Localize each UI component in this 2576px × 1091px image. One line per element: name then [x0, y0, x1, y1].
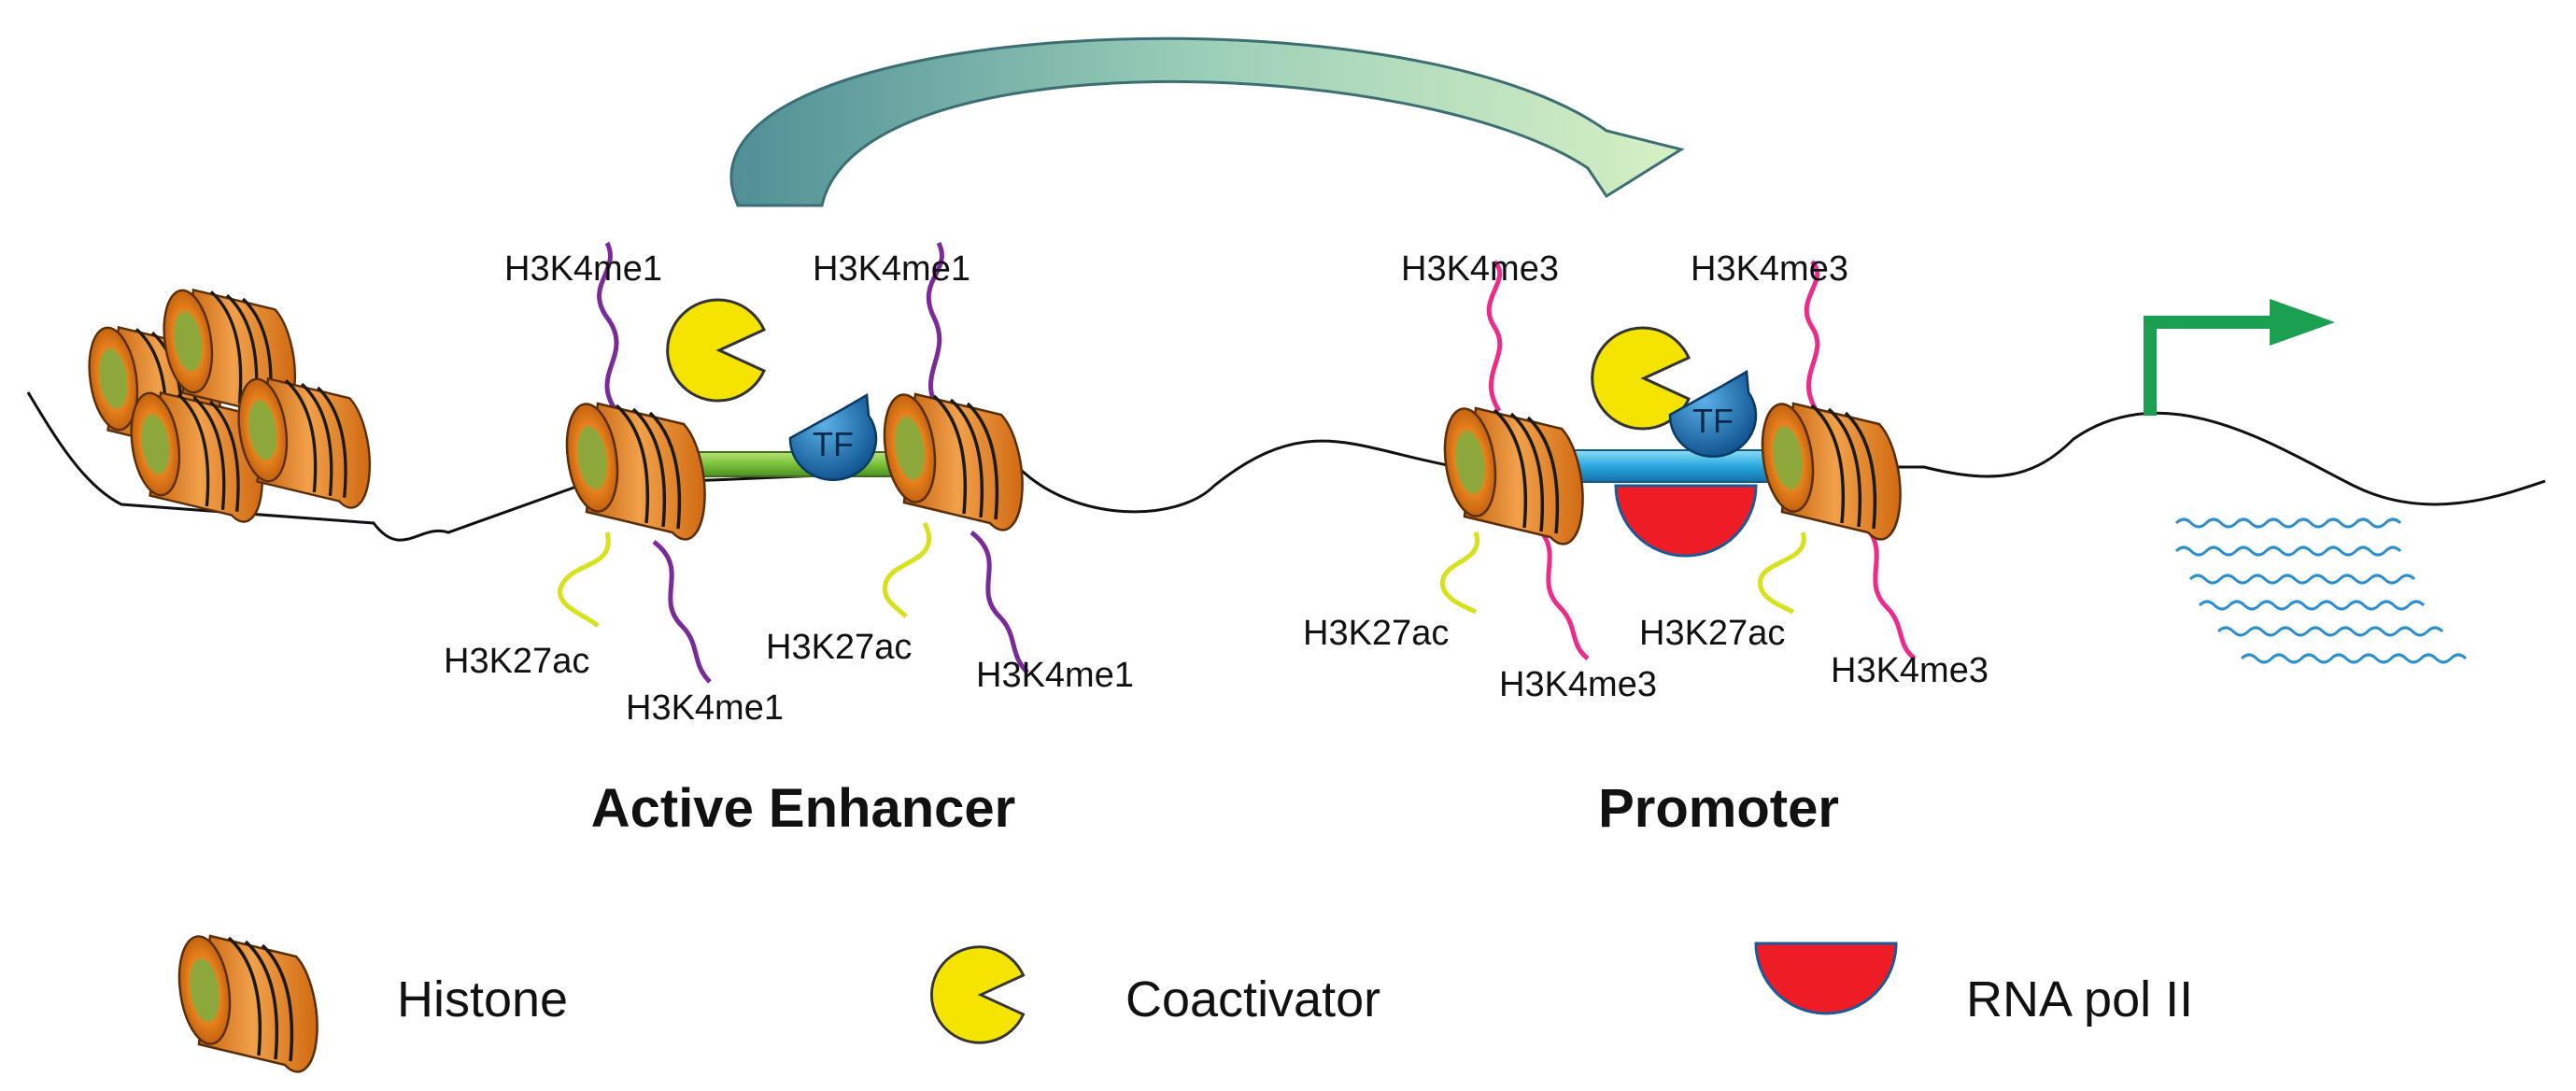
- legend-coactivator-label: Coactivator: [1125, 971, 1380, 1027]
- promoter-title: Promoter: [1598, 778, 1839, 839]
- enhancer-bottom-methyl-left-label: H3K4me1: [626, 688, 784, 728]
- histone: [1754, 399, 1903, 542]
- promoter-bottom-acetyl-right-label: H3K27ac: [1639, 614, 1785, 653]
- enhancer-region: TF H3K4me1 H3K4me1 H3K27ac H3K4me1 H3K27…: [444, 241, 1134, 839]
- tf-label: TF: [813, 425, 854, 463]
- promoter-top-left-label: H3K4me3: [1401, 249, 1559, 289]
- tf-label: TF: [1692, 402, 1734, 440]
- histone-cluster: [81, 285, 372, 524]
- enhancer-bottom-acetyl-right-label: H3K27ac: [766, 628, 912, 667]
- legend-histone-label: Histone: [397, 971, 568, 1027]
- rna-transcripts: [2174, 517, 2468, 664]
- coactivator: [666, 298, 766, 403]
- histone: [559, 399, 707, 542]
- h3k27ac-tail: [1758, 531, 1806, 615]
- h3k4me1-tail: [926, 241, 944, 413]
- promoter-bottom-methyl-right-label: H3K4me3: [1831, 651, 1989, 690]
- legend-rna-pol-icon: [1754, 942, 1898, 1015]
- histone: [876, 390, 1025, 532]
- h3k27ac-tail: [558, 531, 611, 628]
- h3k4me1-tail: [970, 531, 1029, 674]
- h3k27ac-tail: [883, 521, 932, 618]
- histone: [1437, 404, 1585, 546]
- h3k4me1-tail: [597, 241, 619, 413]
- h3k27ac-tail: [1440, 531, 1480, 615]
- enhancer-title: Active Enhancer: [591, 778, 1016, 839]
- legend-rna-pol-label: RNA pol II: [1966, 971, 2193, 1027]
- enhancer-bottom-methyl-right-label: H3K4me1: [976, 656, 1134, 695]
- enhancer-to-promoter-arrow: [729, 36, 1685, 207]
- promoter-bottom-acetyl-left-label: H3K27ac: [1303, 614, 1449, 653]
- h3k4me3-tail: [1857, 517, 1917, 660]
- legend-coactivator-icon: [930, 945, 1026, 1044]
- legend: Histone Coactivator RNA pol II: [171, 931, 2193, 1074]
- rna-pol-ii: [1614, 484, 1758, 558]
- h3k4me3-tail: [1804, 260, 1820, 413]
- legend-histone-icon: [171, 931, 319, 1074]
- enhancer-top-left-label: H3K4me1: [504, 249, 662, 289]
- h3k4me3-tail: [1486, 260, 1503, 413]
- promoter-top-right-label: H3K4me3: [1691, 249, 1848, 289]
- dna-strand: [26, 391, 2546, 542]
- promoter-region: TF H3K4me3 H3K4me3 H3K27ac H3K4me3 H3K27…: [1303, 249, 1989, 839]
- h3k4me3-tail: [1530, 521, 1590, 660]
- enhancer-bottom-acetyl-left-label: H3K27ac: [444, 642, 589, 681]
- h3k4me1-tail: [652, 540, 712, 684]
- promoter-bottom-methyl-left-label: H3K4me3: [1499, 665, 1657, 704]
- tss-arrow: [2144, 299, 2335, 416]
- enhancer-top-right-label: H3K4me1: [813, 249, 970, 289]
